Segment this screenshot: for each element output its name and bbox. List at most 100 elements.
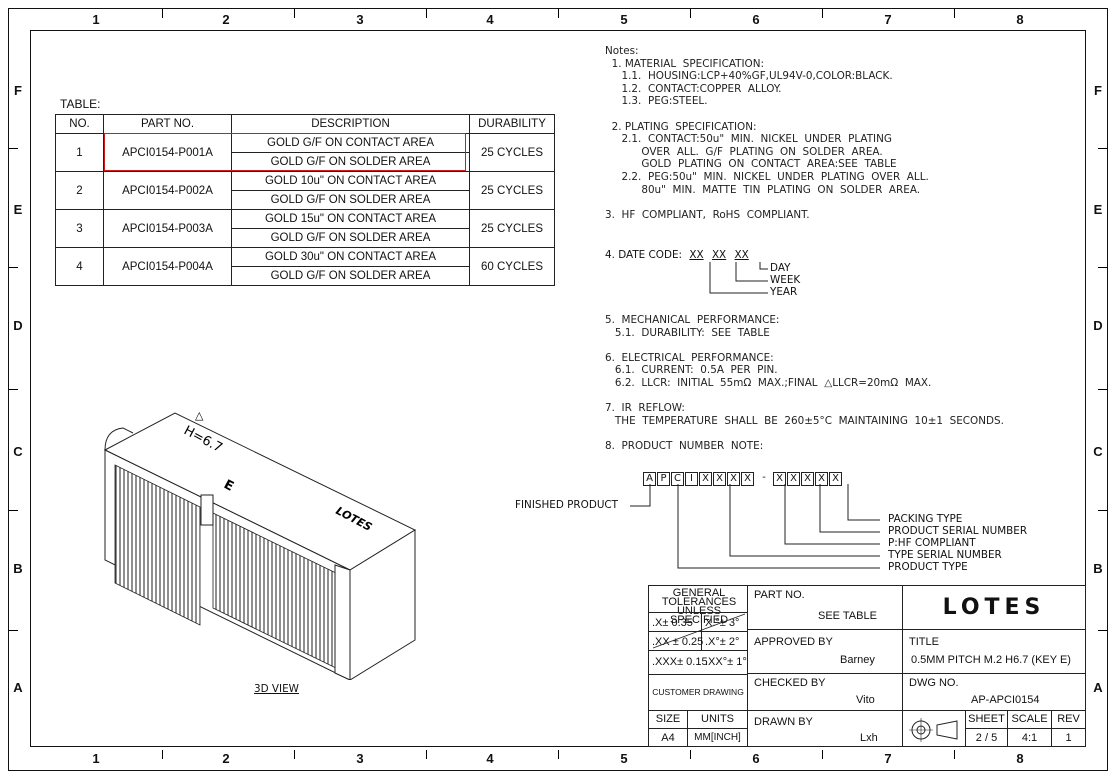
- date-code-day: XX: [734, 249, 749, 261]
- pn-box: X: [787, 472, 800, 486]
- sheet-label: SHEET: [968, 713, 1005, 725]
- drawing-frame-outer: [8, 8, 1108, 771]
- product-number-labels: PACKING TYPE PRODUCT SERIAL NUMBER P:HF …: [888, 513, 1027, 573]
- note-line: [605, 108, 929, 121]
- cell-durability: 25 CYCLES: [469, 171, 555, 210]
- table-row-sub: GOLD G/F ON SOLDER AREA: [56, 266, 555, 286]
- pn-box: X: [829, 472, 842, 486]
- note-line: [605, 196, 929, 209]
- zone-row-c: C: [13, 444, 23, 459]
- zone-row-d: D: [13, 318, 23, 333]
- table-row: 4 APCI0154-P004A GOLD 30u" ON CONTACT AR…: [55, 247, 555, 286]
- notes-block: Notes: 1. MATERIAL SPECIFICATION: 1.1. H…: [605, 45, 929, 221]
- customer-drawing-label: CUSTOMER DRAWING: [652, 687, 744, 697]
- date-code-legend-year: YEAR: [770, 286, 798, 298]
- table-row-sub: GOLD G/F ON SOLDER AREA: [56, 190, 555, 210]
- title-label: TITLE: [909, 636, 939, 648]
- note-line: 6.2. LLCR: INITIAL 55mΩ MAX.;FINAL △LLCR…: [605, 376, 932, 389]
- drawn-label: DRAWN BY: [754, 716, 813, 728]
- pn-box: P: [657, 472, 670, 486]
- zone-row-b: B: [13, 561, 23, 576]
- col-header-description: DESCRIPTION: [231, 114, 470, 134]
- cell-part: APCI0154-P001A: [103, 133, 232, 172]
- note-line: 6. ELECTRICAL PERFORMANCE:: [605, 351, 774, 364]
- note-line: THE TEMPERATURE SHALL BE 260±5°C MAINTAI…: [605, 414, 1004, 427]
- zone-row-d-right: D: [1093, 318, 1103, 333]
- pn-box: X: [773, 472, 786, 486]
- note-line: 80u" MIN. MATTE TIN PLATING ON SOLDER AR…: [605, 183, 921, 196]
- note-line: 6.1. CURRENT: 0.5A PER PIN.: [605, 364, 778, 377]
- cell-part: APCI0154-P004A: [103, 247, 232, 286]
- zone-row-c-right: C: [1093, 444, 1103, 459]
- units-value: MM[INCH]: [694, 732, 741, 743]
- pn-box: X: [727, 472, 740, 486]
- cell-no: 3: [55, 209, 104, 248]
- cell-durability: 25 CYCLES: [469, 209, 555, 248]
- zone-col-1: 1: [92, 12, 100, 27]
- date-code-legend: DAY WEEK YEAR: [770, 262, 800, 298]
- notes-lines-2: 5. MECHANICAL PERFORMANCE: 5.1. DURABILI…: [605, 314, 1004, 453]
- cell-desc: GOLD G/F ON SOLDER AREA: [231, 228, 470, 248]
- table-row: 3 APCI0154-P003A GOLD 15u" ON CONTACT AR…: [55, 209, 555, 248]
- customer-drawing-box: CUSTOMER DRAWING: [648, 674, 748, 711]
- tol-angle-3: .XX°± 1°: [705, 656, 747, 668]
- note-line: [605, 427, 1004, 440]
- cell-part: APCI0154-P002A: [103, 171, 232, 210]
- title-box: TITLE 0.5MM PITCH M.2 H6.7 (KEY E): [902, 629, 1086, 674]
- zone-col-2-bottom: 2: [222, 751, 230, 766]
- note-line: 1.3. PEG:STEEL.: [605, 95, 708, 108]
- zone-col-1-bottom: 1: [92, 751, 100, 766]
- part-no-box: PART NO. SEE TABLE: [747, 585, 903, 630]
- date-code: 4. DATE CODE: XX XX XX: [605, 249, 749, 261]
- zone-row-a: A: [13, 680, 23, 695]
- notes-heading: Notes:: [605, 45, 639, 57]
- cell-durability: 60 CYCLES: [469, 247, 555, 286]
- rev-box: REV 1: [1051, 710, 1086, 747]
- logo-box: LOTES: [902, 585, 1086, 630]
- note-line: 1. MATERIAL SPECIFICATION:: [605, 57, 764, 70]
- sheet-value: 2 / 5: [975, 732, 998, 744]
- date-code-label: 4. DATE CODE:: [605, 249, 683, 261]
- pn-label-serial: PRODUCT SERIAL NUMBER: [888, 525, 1028, 537]
- table-highlight-box: [104, 133, 466, 171]
- zone-col-4-bottom: 4: [486, 751, 494, 766]
- pn-box: I: [685, 472, 698, 486]
- size-value: A4: [661, 732, 675, 744]
- checked-value: Vito: [856, 694, 875, 706]
- table-header-row: NO. PART NO. DESCRIPTION DURABILITY: [55, 114, 555, 134]
- drawn-value: Lxh: [860, 732, 878, 744]
- note-line: 2.2. PEG:50u" MIN. NICKEL UNDER PLATING …: [605, 170, 929, 183]
- table-row-sub: GOLD G/F ON SOLDER AREA: [56, 152, 555, 172]
- cell-desc: GOLD G/F ON SOLDER AREA: [231, 190, 470, 210]
- date-code-week: XX: [711, 249, 727, 261]
- table-caption: TABLE:: [60, 97, 101, 111]
- zone-col-6-bottom: 6: [752, 751, 760, 766]
- approved-box: APPROVED BY Barney: [747, 629, 903, 674]
- pn-label-type-serial: TYPE SERIAL NUMBER: [888, 549, 1002, 561]
- cell-desc: GOLD 30u" ON CONTACT AREA: [231, 247, 470, 267]
- connector-3d-view: H=6.7 △ E LOTES: [103, 409, 417, 680]
- size-label: SIZE: [655, 713, 681, 725]
- title-value: 0.5MM PITCH M.2 H6.7 (KEY E): [911, 654, 1071, 666]
- zone-col-4: 4: [486, 12, 494, 27]
- note-line: [605, 339, 1004, 352]
- note-line: 3. HF COMPLIANT, RoHS COMPLIANT.: [605, 208, 810, 221]
- pn-label-packing: PACKING TYPE: [888, 513, 963, 525]
- pn-box: X: [741, 472, 754, 486]
- dwg-value: AP-APCI0154: [971, 694, 1040, 706]
- pn-box: X: [699, 472, 712, 486]
- date-code-legend-day: DAY: [770, 262, 791, 274]
- scale-label: SCALE: [1011, 713, 1048, 725]
- units-box: UNITS MM[INCH]: [687, 710, 748, 747]
- part-table: NO. PART NO. DESCRIPTION DURABILITY 1 AP…: [55, 114, 555, 286]
- company-logo: LOTES: [942, 595, 1046, 620]
- zone-col-8-bottom: 8: [1016, 751, 1024, 766]
- drawn-box: DRAWN BY Lxh: [747, 710, 903, 747]
- note-line: OVER ALL. G/F PLATING ON SOLDER AREA.: [605, 145, 883, 158]
- units-label: UNITS: [701, 713, 734, 725]
- checked-box: CHECKED BY Vito: [747, 673, 903, 711]
- cell-desc: GOLD G/F ON SOLDER AREA: [231, 152, 470, 172]
- zone-row-f-right: F: [1094, 83, 1102, 98]
- pn-label-hf: P:HF COMPLIANT: [888, 537, 976, 549]
- tolerances-box: GENERAL TOLERANCES UNLESS SPECIFIED .X± …: [648, 585, 748, 675]
